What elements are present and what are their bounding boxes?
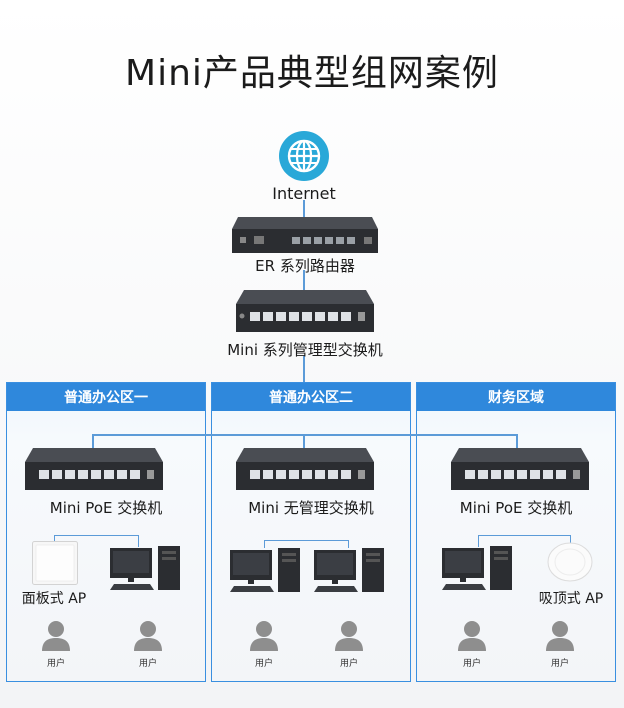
computer-icon [230,548,300,592]
user-icon [42,621,70,651]
zone-title: 财务区域 [417,383,615,411]
router-device-icon [232,217,378,253]
zone-office-two: 普通办公区二 [211,382,411,682]
zone-one-switch-label: Mini PoE 交换机 [49,499,163,517]
zone-three-branch [478,535,570,536]
link-switch-zones [303,356,305,382]
router-label: ER 系列路由器 [255,257,355,275]
zone-finance: 财务区域 [416,382,616,682]
zone-one-branch-left [54,535,55,541]
zone-two-branch-left [264,540,265,548]
user-icon [250,621,278,651]
user-label: 用户 [339,659,358,669]
panel-ap-icon [32,541,78,585]
zone-one-switch-icon [25,448,163,490]
computer-icon [442,546,512,590]
zone-three-switch-icon [451,448,589,490]
zone-office-one: 普通办公区一 [6,382,206,682]
drop-zone-one [92,434,94,448]
panel-ap-label: 面板式 AP [21,591,87,607]
drop-zone-three [516,434,518,448]
zone-two-branch-right [348,540,349,548]
internet-label: Internet [272,184,336,203]
zone-two-branch [264,540,348,541]
core-switch-device-icon [236,290,374,332]
computer-icon [314,548,384,592]
link-router-switch [303,270,305,290]
zone-three-branch-left [478,535,479,547]
user-label: 用户 [46,659,65,669]
user-label: 用户 [550,659,569,669]
ceiling-ap-icon [547,542,593,582]
zone-title: 普通办公区一 [7,383,205,411]
zone-two-switch-label: Mini 无管理交换机 [248,499,374,517]
core-switch-label: Mini 系列管理型交换机 [227,341,383,359]
user-label: 用户 [462,659,481,669]
zone-three-switch-label: Mini PoE 交换机 [459,499,573,517]
user-label: 用户 [138,659,157,669]
page-title: Mini产品典型组网案例 [125,53,499,94]
ceiling-ap-label: 吸顶式 AP [538,591,604,607]
zone-title: 普通办公区二 [212,383,410,411]
user-icon [134,621,162,651]
computer-icon [110,546,180,590]
user-icon [546,621,574,651]
user-icon [335,621,363,651]
internet-globe-icon [279,131,329,181]
user-label: 用户 [254,659,273,669]
drop-zone-two [303,434,305,448]
zone-three-branch-right [570,535,571,543]
zone-two-switch-icon [236,448,374,490]
user-icon [458,621,486,651]
zone-one-branch [54,535,138,536]
link-internet-router [303,200,305,218]
zone-one-branch-right [138,535,139,547]
